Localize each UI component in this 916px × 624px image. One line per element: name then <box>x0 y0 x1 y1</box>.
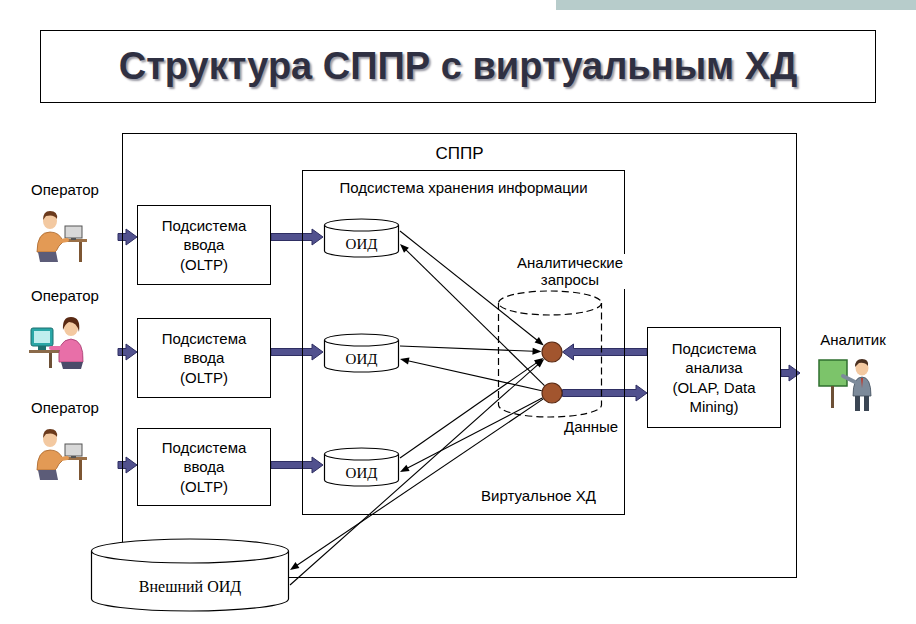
process-box: Подсистема ввода (OLTP) <box>137 318 271 398</box>
node-text: Подсистема ввода (OLTP) <box>159 329 249 388</box>
person-icon <box>29 206 89 264</box>
junction-dot <box>542 383 562 403</box>
data-link <box>400 358 543 458</box>
junction-dot <box>542 342 562 362</box>
flow-arrow <box>781 365 800 381</box>
operator: Оператор <box>12 398 118 484</box>
arrow-body <box>271 229 323 245</box>
arrow-head <box>535 359 544 368</box>
node-text: Аналитические запросы <box>509 254 631 289</box>
cylinder-outline <box>90 538 290 612</box>
data-link <box>400 398 543 472</box>
person-icon <box>29 312 89 370</box>
process-box: Подсистема анализа (OLAP, Data Mining) <box>647 327 781 428</box>
database-cylinder: ОИД <box>323 218 400 258</box>
flow-arrow <box>271 457 323 473</box>
flow-arrow <box>563 385 648 401</box>
flow-arrow <box>271 229 323 245</box>
title-box: Структура СППР с виртуальным ХД <box>40 30 876 103</box>
person-icon <box>29 424 89 482</box>
node-text: Оператор <box>12 286 118 306</box>
node-text: Подсистема анализа (OLAP, Data Mining) <box>664 339 764 417</box>
data-link <box>290 359 544 585</box>
flow-arrow <box>563 344 648 360</box>
node-text: Подсистема ввода (OLTP) <box>159 216 249 275</box>
system-frame: СППР Подсистема ввода (OLTP) Подсистема вв… <box>122 133 797 578</box>
arrow-head <box>400 244 409 253</box>
data-link <box>290 399 543 570</box>
node-text: Подсистема хранения информации <box>303 179 624 196</box>
process-box: Подсистема ввода (OLTP) <box>137 428 271 506</box>
database-cylinder: ОИД <box>323 447 400 487</box>
node-text: ОИД <box>323 230 400 258</box>
link-line <box>400 363 537 458</box>
flow-arrow <box>118 344 137 360</box>
virtual-store: Аналитические запросы <box>495 252 645 418</box>
dashed-cylinder <box>497 290 603 418</box>
node-text: СППР <box>123 144 796 164</box>
arrow-body <box>563 344 648 360</box>
arrow-head <box>400 465 410 472</box>
process-box: Подсистема ввода (OLTP) <box>137 205 271 285</box>
node-text: Оператор <box>12 398 118 418</box>
arrow-head <box>532 348 541 355</box>
operator: Оператор <box>12 286 118 378</box>
analyst: Аналитик <box>800 330 906 414</box>
arrow-body <box>781 365 800 381</box>
top-bar <box>556 0 916 10</box>
person-icon <box>817 356 877 414</box>
flow-arrow <box>118 229 137 245</box>
flow-arrow <box>118 457 137 473</box>
link-line <box>400 346 534 351</box>
operator: Оператор <box>12 180 118 268</box>
flow-arrow <box>271 344 323 360</box>
arrow-head <box>535 337 544 345</box>
title-text: Структура СППР с виртуальным ХД <box>119 45 797 88</box>
arrow-body <box>118 344 137 360</box>
data-link <box>400 346 542 355</box>
link-line <box>408 361 542 391</box>
arrow-body <box>563 385 648 401</box>
node-text: ОИД <box>323 345 400 373</box>
node-text: Аналитик <box>800 330 906 350</box>
database-cylinder: ОИД <box>323 333 400 373</box>
node-text: ОИД <box>323 459 400 487</box>
node-text: Виртуальное ХД <box>481 487 596 504</box>
arrow-body <box>118 229 137 245</box>
node-text: Подсистема ввода (OLTP) <box>159 438 249 497</box>
link-line <box>290 364 538 585</box>
link-line <box>297 399 544 566</box>
arrow-body <box>118 457 137 473</box>
database-cylinder: Внешний ОИД <box>90 538 290 612</box>
storage-subsystem: Подсистема хранения информацииВиртуально… <box>302 170 625 515</box>
node-text: Внешний ОИД <box>90 562 290 612</box>
arrow-body <box>271 457 323 473</box>
edge-label: Данные <box>562 418 620 436</box>
node-text: Оператор <box>12 180 118 200</box>
arrow-body <box>271 344 323 360</box>
link-line <box>407 398 543 468</box>
arrow-head <box>400 358 410 365</box>
arrow-head <box>290 562 299 570</box>
